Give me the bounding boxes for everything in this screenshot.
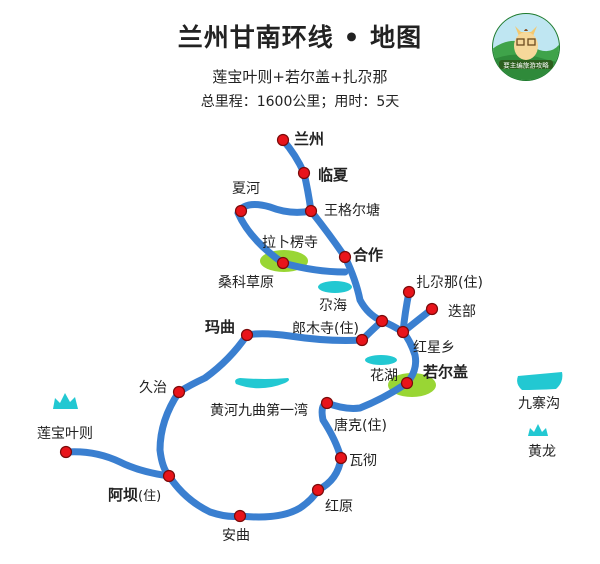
horse-mascot-icon [514, 26, 538, 60]
label-linxia: 临夏 [318, 166, 349, 184]
label-jiuzhi: 久治 [139, 380, 167, 396]
label-xiahe: 夏河 [232, 181, 260, 197]
stop-marker-ruoergai [400, 376, 414, 390]
label-hongyuan: 红原 [325, 499, 353, 515]
label-diebu: 迭部 [448, 304, 476, 320]
stop-marker-hongxingxiang [396, 325, 410, 339]
lake-gahai [318, 281, 352, 293]
label-hezuo: 合作 [353, 246, 384, 264]
logo-badge: 要主编旅游攻略 [492, 13, 560, 81]
page-title: 兰州甘南环线 • 地图 [177, 23, 423, 52]
label-langmusi: 郎木寺(住) [292, 321, 359, 337]
huanglong-mountain-icon [528, 424, 548, 436]
label-wanggeertang: 王格尔塘 [324, 203, 380, 219]
label-jiuzhaigou: 九寨沟 [518, 396, 560, 412]
stop-marker-langmusi [355, 333, 369, 347]
stop-marker-anqu [233, 509, 247, 523]
stop-marker-linxia [297, 166, 311, 180]
label-lianbaoyeze: 莲宝叶则 [37, 426, 93, 442]
stop-marker-jiuzhi [172, 385, 186, 399]
label-labulengsi: 拉卜楞寺 [262, 235, 318, 251]
stop-marker-waqie [334, 451, 348, 465]
jiuzhaigou-icon [517, 372, 563, 390]
route-subtitle: 莲宝叶则+若尔盖+扎尕那 [212, 68, 388, 86]
stop-markers [59, 133, 439, 523]
label-zhagana: 扎尕那(住) [416, 275, 483, 291]
label-maqu: 玛曲 [205, 318, 236, 336]
stop-marker-tangke [320, 396, 334, 410]
stop-marker-lianbaoyeze [59, 445, 73, 459]
svg-text:要主编旅游攻略: 要主编旅游攻略 [503, 61, 549, 70]
label-aba: 阿坝(住) [108, 486, 162, 504]
stop-marker-zhagana [402, 285, 416, 299]
label-anqu: 安曲 [222, 528, 250, 544]
stop-marker-lanzhou [276, 133, 290, 147]
label-waqie: 瓦彻 [349, 453, 377, 469]
label-lanzhou: 兰州 [294, 130, 325, 148]
label-hongxingxiang: 红星乡 [413, 340, 455, 356]
stop-marker-xiahe [234, 204, 248, 218]
stop-marker-hezuo [338, 250, 352, 264]
label-huahu: 花湖 [370, 368, 398, 384]
trip-stats: 总里程：1600公里；用时：5天 [200, 94, 400, 110]
stop-marker-junction [375, 314, 389, 328]
stop-marker-hongyuan [311, 483, 325, 497]
stop-marker-wanggeertang [304, 204, 318, 218]
label-ruoergai: 若尔盖 [423, 363, 469, 381]
label-tangke: 唐克(住) [334, 418, 387, 434]
stop-marker-diebu [425, 302, 439, 316]
lianbao-mountain-icon [53, 393, 78, 409]
label-yellow-river-bend: 黄河九曲第一湾 [210, 403, 308, 419]
label-gahai: 尕海 [319, 298, 347, 314]
lake-huahu [365, 355, 397, 365]
label-sangke: 桑科草原 [218, 275, 274, 291]
stop-marker-labulengsi [276, 256, 290, 270]
label-huanglong: 黄龙 [528, 444, 556, 460]
stop-marker-maqu [240, 328, 254, 342]
yellow-river-bend-icon [235, 378, 289, 389]
stop-marker-aba [162, 469, 176, 483]
